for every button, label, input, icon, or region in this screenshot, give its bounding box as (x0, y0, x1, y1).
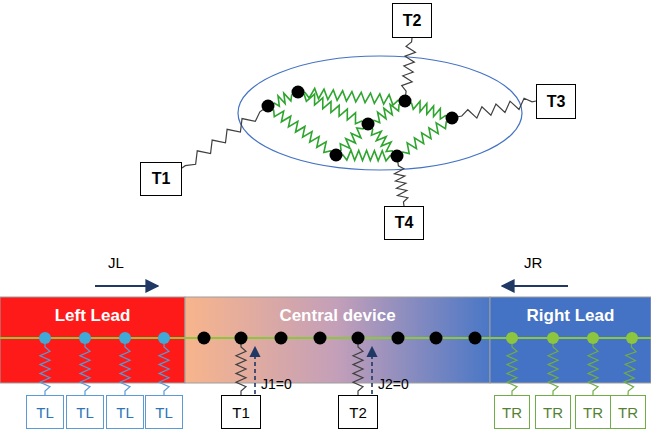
bath-spring (402, 38, 416, 101)
bath-box: TR (610, 395, 646, 429)
node-label: Right Lead (527, 306, 615, 326)
atom-dot (314, 332, 327, 345)
atom-dot (235, 332, 248, 345)
atom-dot (469, 332, 482, 345)
bath-box: TL (145, 395, 183, 429)
current-arrow (254, 347, 256, 394)
reservoir-box: T3 (536, 84, 576, 119)
node-label: TR (502, 404, 522, 421)
lead-band: Left Lead (0, 297, 185, 383)
bath-box: TR (535, 395, 571, 429)
network-spring (405, 101, 452, 119)
node-label: T1 (232, 404, 250, 421)
atom-dot (362, 118, 375, 131)
spring-connector (507, 338, 517, 395)
flux-label: J2=0 (378, 376, 409, 392)
atom-dot (506, 332, 518, 344)
node-label: TR (618, 404, 638, 421)
node-label: TL (116, 404, 134, 421)
bath-box: TL (66, 395, 104, 429)
spring-connector (40, 338, 50, 395)
network-spring (298, 92, 368, 124)
atom-dot (446, 112, 459, 125)
node-label: T2 (403, 12, 422, 30)
node-label: T3 (547, 93, 566, 111)
left-lead-band (0, 297, 185, 383)
network-spring (397, 118, 452, 156)
device-band: Central device (185, 297, 490, 383)
current-label: JR (524, 254, 542, 271)
current-arrow (371, 347, 373, 394)
bath-box: TR (575, 395, 611, 429)
atom-dot (547, 332, 559, 344)
node-label: TL (155, 404, 173, 421)
spring-connector (548, 338, 558, 395)
node-label: Left Lead (55, 306, 131, 326)
atom-dot (330, 149, 343, 162)
atom-dot (158, 332, 170, 344)
central-device-band (185, 297, 490, 383)
bath-spring (182, 106, 268, 168)
network-spring (368, 101, 405, 124)
node-label: TL (76, 404, 94, 421)
node-label: T1 (152, 170, 171, 188)
flux-label: J1=0 (261, 376, 292, 392)
bath-box: TL (106, 395, 144, 429)
spring-connector (353, 338, 363, 395)
reservoir-box: T1 (140, 162, 182, 196)
atom-dot (352, 332, 365, 345)
current-arrow (95, 285, 158, 287)
node-label: TR (543, 404, 563, 421)
atom-dot (262, 100, 275, 113)
probe-box: T1 (221, 395, 261, 429)
bath-spring (394, 156, 407, 206)
reservoir-box: T4 (384, 206, 424, 240)
spring-group (182, 38, 536, 206)
atom-dot (587, 332, 599, 344)
bath-box: TL (26, 395, 64, 429)
atom-dot (79, 332, 91, 344)
atom-dot (391, 150, 404, 163)
atom-dot (392, 332, 405, 345)
network-spring (268, 106, 336, 155)
atom-dot (198, 332, 211, 345)
node-label: T4 (395, 214, 414, 232)
atom-dot (39, 332, 51, 344)
current-arrow (502, 285, 568, 287)
atom-dot (292, 86, 305, 99)
spring-connector (159, 338, 169, 395)
node-label: Central device (279, 306, 395, 326)
atom-dot (430, 332, 443, 345)
bath-box: TR (494, 395, 530, 429)
atom-dot (626, 332, 638, 344)
network-spring (336, 124, 368, 155)
node-label: TR (583, 404, 603, 421)
node-label: T2 (349, 404, 367, 421)
spring-connector (624, 338, 636, 395)
spring-connector (120, 338, 130, 395)
node-label: TL (36, 404, 54, 421)
spring-connector (236, 338, 246, 395)
reservoir-box: T2 (392, 3, 432, 38)
spring-connector (588, 338, 598, 395)
spring-connector (80, 338, 90, 395)
atom-dot (119, 332, 131, 344)
lead-band: Right Lead (490, 297, 651, 383)
atom-dot (399, 95, 412, 108)
probe-box: T2 (338, 395, 378, 429)
bath-spring (452, 98, 536, 118)
atom-dot (275, 332, 288, 345)
current-label: JL (108, 254, 124, 271)
